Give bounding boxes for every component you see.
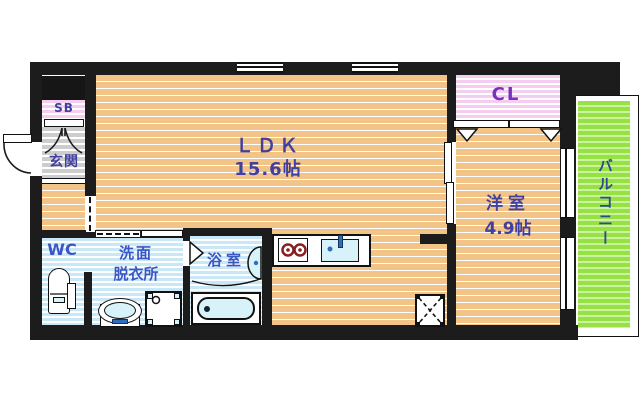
wall-top-right-block bbox=[560, 62, 620, 95]
closet-door-band bbox=[453, 120, 560, 128]
wall-wc-top bbox=[30, 230, 96, 238]
entrance-step bbox=[42, 178, 85, 184]
wall-left-upper bbox=[30, 62, 42, 142]
western-sliding-door-panel-2 bbox=[446, 182, 454, 224]
room-western bbox=[456, 128, 560, 325]
room-shoebox bbox=[42, 100, 85, 119]
stove-icon bbox=[278, 238, 308, 262]
wall-partition-lower bbox=[447, 224, 456, 325]
window-balcony-upper-icon bbox=[561, 148, 574, 218]
window-top-right-icon bbox=[352, 62, 398, 73]
toilet-tank bbox=[67, 283, 76, 309]
wall-partition-upper bbox=[447, 73, 456, 142]
wall-left-lower bbox=[30, 176, 42, 340]
toilet-seat bbox=[53, 297, 65, 303]
wall-bathroom-right bbox=[262, 228, 272, 325]
corridor-sliding-door-icon bbox=[89, 197, 91, 231]
room-corridor bbox=[42, 184, 85, 230]
pan-corner-tr bbox=[174, 293, 180, 299]
washroom-label-line1: 洗面 bbox=[118, 244, 154, 262]
wall-top bbox=[30, 62, 575, 75]
western-room-name-label: 洋室 bbox=[486, 194, 530, 214]
bathtub-inner bbox=[197, 297, 255, 320]
entrance-label: 玄関 bbox=[49, 154, 79, 170]
room-closet bbox=[453, 75, 560, 120]
wall-bathroom-top bbox=[183, 228, 271, 236]
washroom-label-line2: 脱衣所 bbox=[113, 265, 159, 283]
entrance-door-leaf bbox=[3, 134, 32, 143]
washbasin-front bbox=[112, 319, 128, 324]
pan-corner-br bbox=[174, 319, 180, 325]
western-room-size-label: 4.9帖 bbox=[484, 219, 532, 239]
pan-corner-bl bbox=[147, 319, 153, 325]
ldk-name-label: ＬＤＫ bbox=[234, 135, 302, 157]
entrance-doorway-gap bbox=[30, 142, 42, 176]
shoebox-door-band bbox=[44, 119, 84, 127]
washroom-folding-door-icon bbox=[97, 233, 139, 235]
balcony-label: バルコニー bbox=[596, 158, 614, 248]
wall-stub-kitchen bbox=[420, 234, 449, 244]
wall-entrance-ldk bbox=[85, 75, 96, 196]
wall-wc-washroom-partial bbox=[84, 272, 92, 325]
western-sliding-door-panel-1 bbox=[444, 142, 452, 184]
window-top-left-icon bbox=[237, 62, 283, 73]
utility-void bbox=[42, 76, 85, 100]
bathroom-doorway-gap bbox=[183, 241, 190, 266]
washbasin-bowl bbox=[104, 302, 136, 319]
window-balcony-lower-icon bbox=[561, 237, 574, 310]
refrigerator-space-icon bbox=[415, 294, 445, 327]
entrance-door-swing-icon bbox=[3, 142, 32, 174]
room-balcony bbox=[578, 101, 630, 328]
pan-corner-tl bbox=[147, 293, 153, 299]
wall-washroom-bath-lower bbox=[183, 266, 190, 325]
shoebox-label: SB bbox=[54, 101, 74, 115]
wc-label: WC bbox=[47, 240, 77, 259]
closet-door-divider bbox=[508, 120, 510, 128]
wall-washroom-bath-upper bbox=[183, 228, 190, 241]
wall-bottom bbox=[30, 325, 578, 340]
closet-label: CL bbox=[491, 84, 521, 105]
bathroom-label: 浴室 bbox=[206, 251, 246, 269]
faucet-icon bbox=[338, 235, 343, 248]
ldk-size-label: 15.6帖 bbox=[234, 159, 302, 180]
washroom-sliding-panel bbox=[141, 230, 183, 237]
